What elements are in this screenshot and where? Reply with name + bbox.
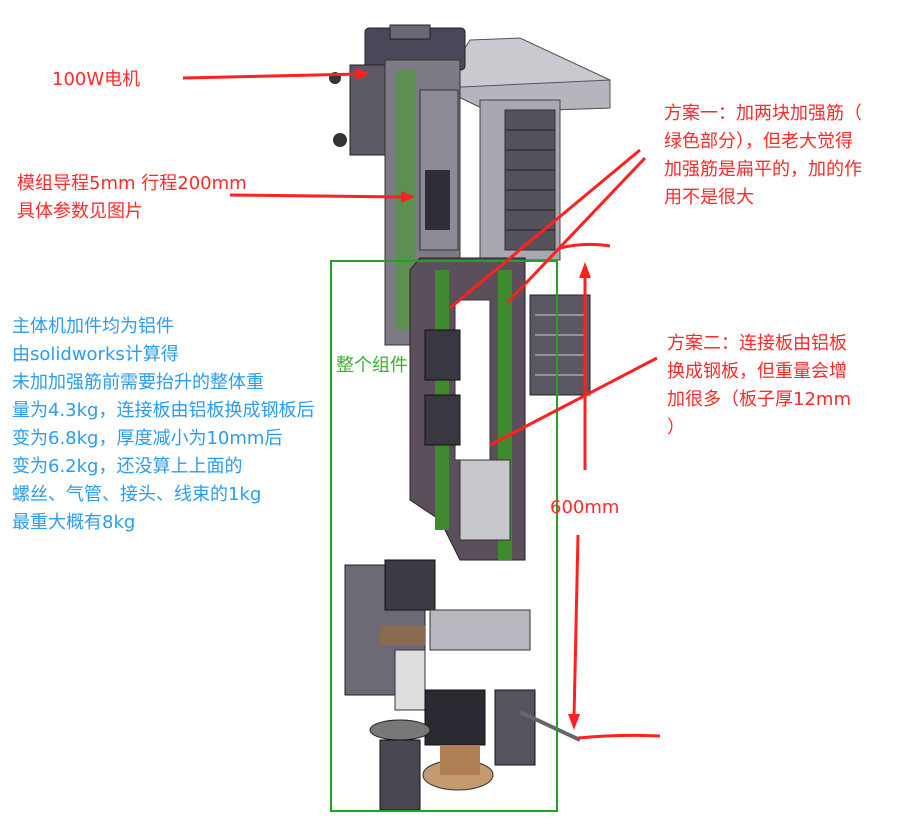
motor-label: 100W电机 <box>52 69 141 90</box>
assembly-outline <box>330 260 558 812</box>
valve-block <box>529 294 591 396</box>
plan-two-line: ） <box>667 417 685 438</box>
end-effector-assembly <box>344 559 581 811</box>
weight-note-line: 主体机加件均为铝件 <box>12 316 174 337</box>
weight-note-line: 最重大概有8kg <box>12 512 136 533</box>
connecting-plate <box>409 257 526 561</box>
assembly-label: 整个组件 <box>336 355 408 376</box>
linear-rail-block <box>479 99 561 261</box>
module-label-line-2: 具体参数见图片 <box>17 201 143 222</box>
weight-note-line: 螺丝、气管、接头、线束的1kg <box>12 484 262 505</box>
weight-note-line: 未加加强筋前需要抬升的整体重 <box>12 372 264 393</box>
plan-one-line: 方案一：加两块加强筋（ <box>664 103 862 124</box>
dimension-label: 600mm <box>550 497 620 518</box>
plan-two-line: 加很多（板子厚12mm <box>667 389 851 410</box>
weight-note-line: 变为6.2kg，还没算上上面的 <box>12 456 243 477</box>
weight-note-line: 量为4.3kg，连接板由铝板换成钢板后 <box>12 400 315 421</box>
annotation-lines <box>182 68 661 740</box>
plan-two-line: 方案二：连接板由铝板 <box>667 333 847 354</box>
plan-one-line: 绿色部分），但老大觉得 <box>664 131 853 152</box>
plan-one-line: 用不是很大 <box>664 187 754 208</box>
plan-one-line: 加强筋是扁平的，加的作 <box>664 159 862 180</box>
weight-note-line: 由solidworks计算得 <box>12 344 179 365</box>
plan-two-line: 换成钢板，但重量会增 <box>667 361 847 382</box>
weight-note-line: 变为6.8kg，厚度减小为10mm后 <box>12 428 283 449</box>
module-label-line-1: 模组导程5mm 行程200mm <box>17 173 247 194</box>
